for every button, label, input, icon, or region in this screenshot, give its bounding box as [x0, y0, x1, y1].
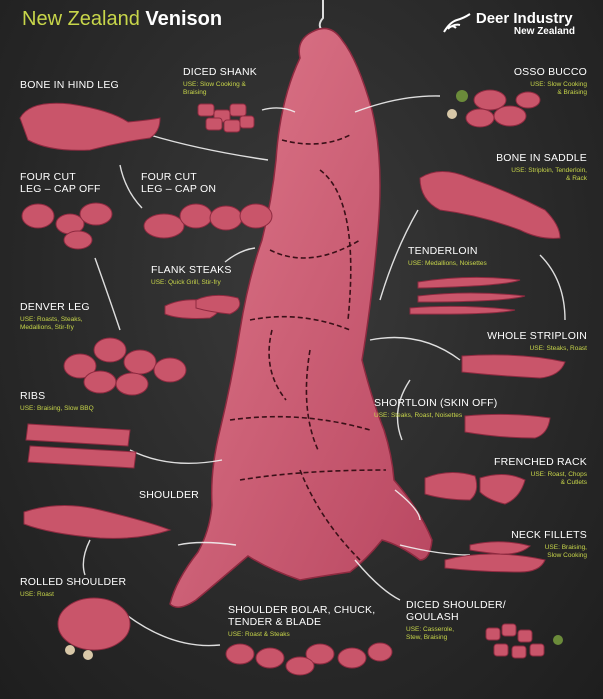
- cut-name: NECK FILLETS: [511, 529, 587, 541]
- cut-neck-fillets: NECK FILLETS USE: Braising, Slow Cooking: [511, 529, 587, 560]
- cut-name: OSSO BUCCO: [513, 66, 587, 78]
- title-bold: Venison: [145, 8, 223, 30]
- deer-antler-icon: [443, 13, 471, 33]
- cut-name: TENDERLOIN: [408, 245, 478, 257]
- cut-use: USE: Slow Cooking & Braising: [183, 81, 246, 96]
- page-title: New Zealand Venison: [22, 8, 222, 31]
- cut-use: USE: Roast & Steaks: [228, 631, 290, 638]
- cut-name: DICED SHOULDER/ GOULASH: [406, 599, 506, 623]
- cut-use: USE: Steaks, Roast, Noisettes: [374, 412, 463, 419]
- cut-four-cut-cap-on: FOUR CUT LEG – CAP ON: [141, 171, 216, 195]
- cut-use: USE: Quick Grill, Stir-fry: [151, 279, 221, 286]
- cut-four-cut-cap-off: FOUR CUT LEG – CAP OFF: [20, 171, 101, 195]
- cut-diced-shank: DICED SHANK USE: Slow Cooking & Braising: [183, 66, 257, 97]
- cut-use: USE: Slow Cooking & Braising: [530, 81, 587, 96]
- cut-name: FRENCHED RACK: [493, 456, 587, 468]
- cut-name: DICED SHANK: [183, 66, 257, 78]
- cut-use: USE: Roasts, Steaks, Medallions, Stir-fr…: [20, 316, 83, 331]
- cut-ribs: RIBS USE: Braising, Slow BBQ: [20, 390, 94, 413]
- cut-name: RIBS: [20, 390, 46, 402]
- cut-denver-leg: DENVER LEG USE: Roasts, Steaks, Medallio…: [20, 301, 90, 332]
- cut-diced-shoulder: DICED SHOULDER/ GOULASH USE: Casserole, …: [406, 599, 506, 642]
- cut-use: USE: Casserole, Stew, Braising: [406, 626, 455, 641]
- cut-rolled-shoulder: ROLLED SHOULDER USE: Roast: [20, 576, 126, 599]
- cut-use: USE: Striploin, Tenderloin, & Rack: [511, 167, 587, 182]
- cut-tenderloin: TENDERLOIN USE: Medallions, Noisettes: [408, 245, 487, 268]
- cut-use: USE: Roast: [20, 591, 54, 598]
- cut-use: USE: Braising, Slow Cooking: [544, 544, 587, 559]
- cut-name: FLANK STEAKS: [151, 264, 232, 276]
- cut-bone-in-hind-leg: BONE IN HIND LEG: [20, 79, 119, 91]
- cut-name: BONE IN HIND LEG: [20, 79, 119, 91]
- deer-industry-logo: Deer Industry New Zealand: [443, 10, 575, 37]
- cut-name: WHOLE STRIPLOIN: [487, 330, 587, 342]
- cut-bone-in-saddle: BONE IN SADDLE USE: Striploin, Tenderloi…: [496, 152, 587, 183]
- cut-use: USE: Braising, Slow BBQ: [20, 405, 94, 412]
- cut-use: USE: Steaks, Roast: [529, 345, 587, 352]
- cut-osso-bucco: OSSO BUCCO USE: Slow Cooking & Braising: [514, 66, 587, 97]
- logo-main-text: Deer Industry: [475, 10, 573, 27]
- title-light: New Zealand: [22, 8, 140, 30]
- cut-frenched-rack: FRENCHED RACK USE: Roast, Chops & Cutlet…: [494, 456, 587, 487]
- hind-leg-piece: [19, 102, 161, 151]
- cut-name: ROLLED SHOULDER: [20, 576, 127, 588]
- cut-name: BONE IN SADDLE: [496, 152, 587, 164]
- hook-icon: [318, 0, 325, 33]
- cut-shortloin: SHORTLOIN (SKIN OFF) USE: Steaks, Roast,…: [374, 397, 497, 420]
- cut-use: USE: Roast, Chops & Cutlets: [530, 471, 587, 486]
- cut-name: SHOULDER BOLAR, CHUCK, TENDER & BLADE: [228, 604, 376, 628]
- cut-whole-striploin: WHOLE STRIPLOIN USE: Steaks, Roast: [487, 330, 587, 353]
- cut-use: USE: Medallions, Noisettes: [408, 260, 487, 267]
- cut-flank-steaks: FLANK STEAKS USE: Quick Grill, Stir-fry: [151, 264, 232, 287]
- cut-shoulder-bolar: SHOULDER BOLAR, CHUCK, TENDER & BLADE US…: [228, 604, 375, 639]
- logo-sub-text: New Zealand: [513, 26, 575, 37]
- cut-name: FOUR CUT LEG – CAP OFF: [20, 171, 101, 195]
- cut-name: SHORTLOIN (SKIN OFF): [374, 397, 498, 409]
- cut-name: FOUR CUT LEG – CAP ON: [141, 171, 217, 195]
- cut-name: SHOULDER: [139, 489, 199, 501]
- cut-name: DENVER LEG: [20, 301, 90, 313]
- cut-shoulder: SHOULDER: [139, 489, 199, 501]
